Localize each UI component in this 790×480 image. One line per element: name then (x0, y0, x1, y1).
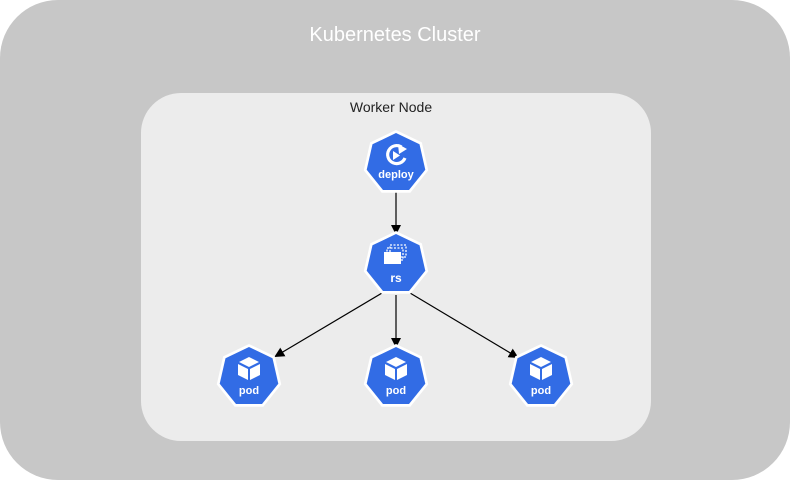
pod-icon (385, 357, 407, 380)
pod-icon (238, 357, 260, 380)
worker-node-title: Worker Node (349, 99, 433, 115)
pod-left-label: pod (239, 385, 259, 397)
replicaset-node[interactable]: rs (363, 231, 429, 294)
edge-rs-to-pod-left (274, 292, 383, 358)
pod-node-left[interactable]: pod (216, 344, 282, 407)
deploy-label: deploy (378, 169, 414, 181)
pod-icon (530, 357, 552, 380)
cluster-title: Kubernetes Cluster (309, 24, 481, 46)
replicaset-icon (384, 244, 407, 264)
pod-center-label: pod (386, 385, 406, 397)
edge-rs-to-pod-right (409, 292, 519, 359)
pod-node-center[interactable]: pod (363, 344, 429, 407)
rs-label: rs (390, 271, 402, 285)
pod-node-right[interactable]: pod (508, 344, 574, 407)
pod-right-label: pod (531, 385, 551, 397)
deployment-icon (386, 144, 407, 166)
deploy-node[interactable]: deploy (363, 130, 429, 193)
